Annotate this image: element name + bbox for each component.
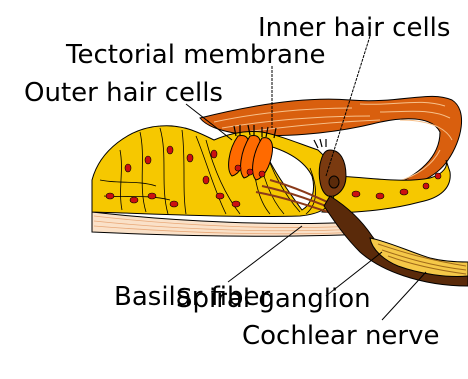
inner-hair-cell — [319, 150, 346, 196]
inner-hair-cell-stereocilia — [314, 139, 326, 148]
leader-cochlear-nerve — [382, 272, 426, 320]
label-cochlear-nerve: Cochlear nerve — [242, 321, 440, 351]
label-tectorial-membrane: Tectorial membrane — [65, 40, 325, 70]
label-inner-hair-cells: Inner hair cells — [258, 13, 450, 43]
label-outer-hair-cells: Outer hair cells — [24, 78, 223, 108]
inner-hair-cell-nucleus — [329, 176, 339, 188]
spiral-ganglion — [370, 238, 468, 277]
label-spiral-ganglion: Spiral ganglion — [176, 284, 371, 314]
